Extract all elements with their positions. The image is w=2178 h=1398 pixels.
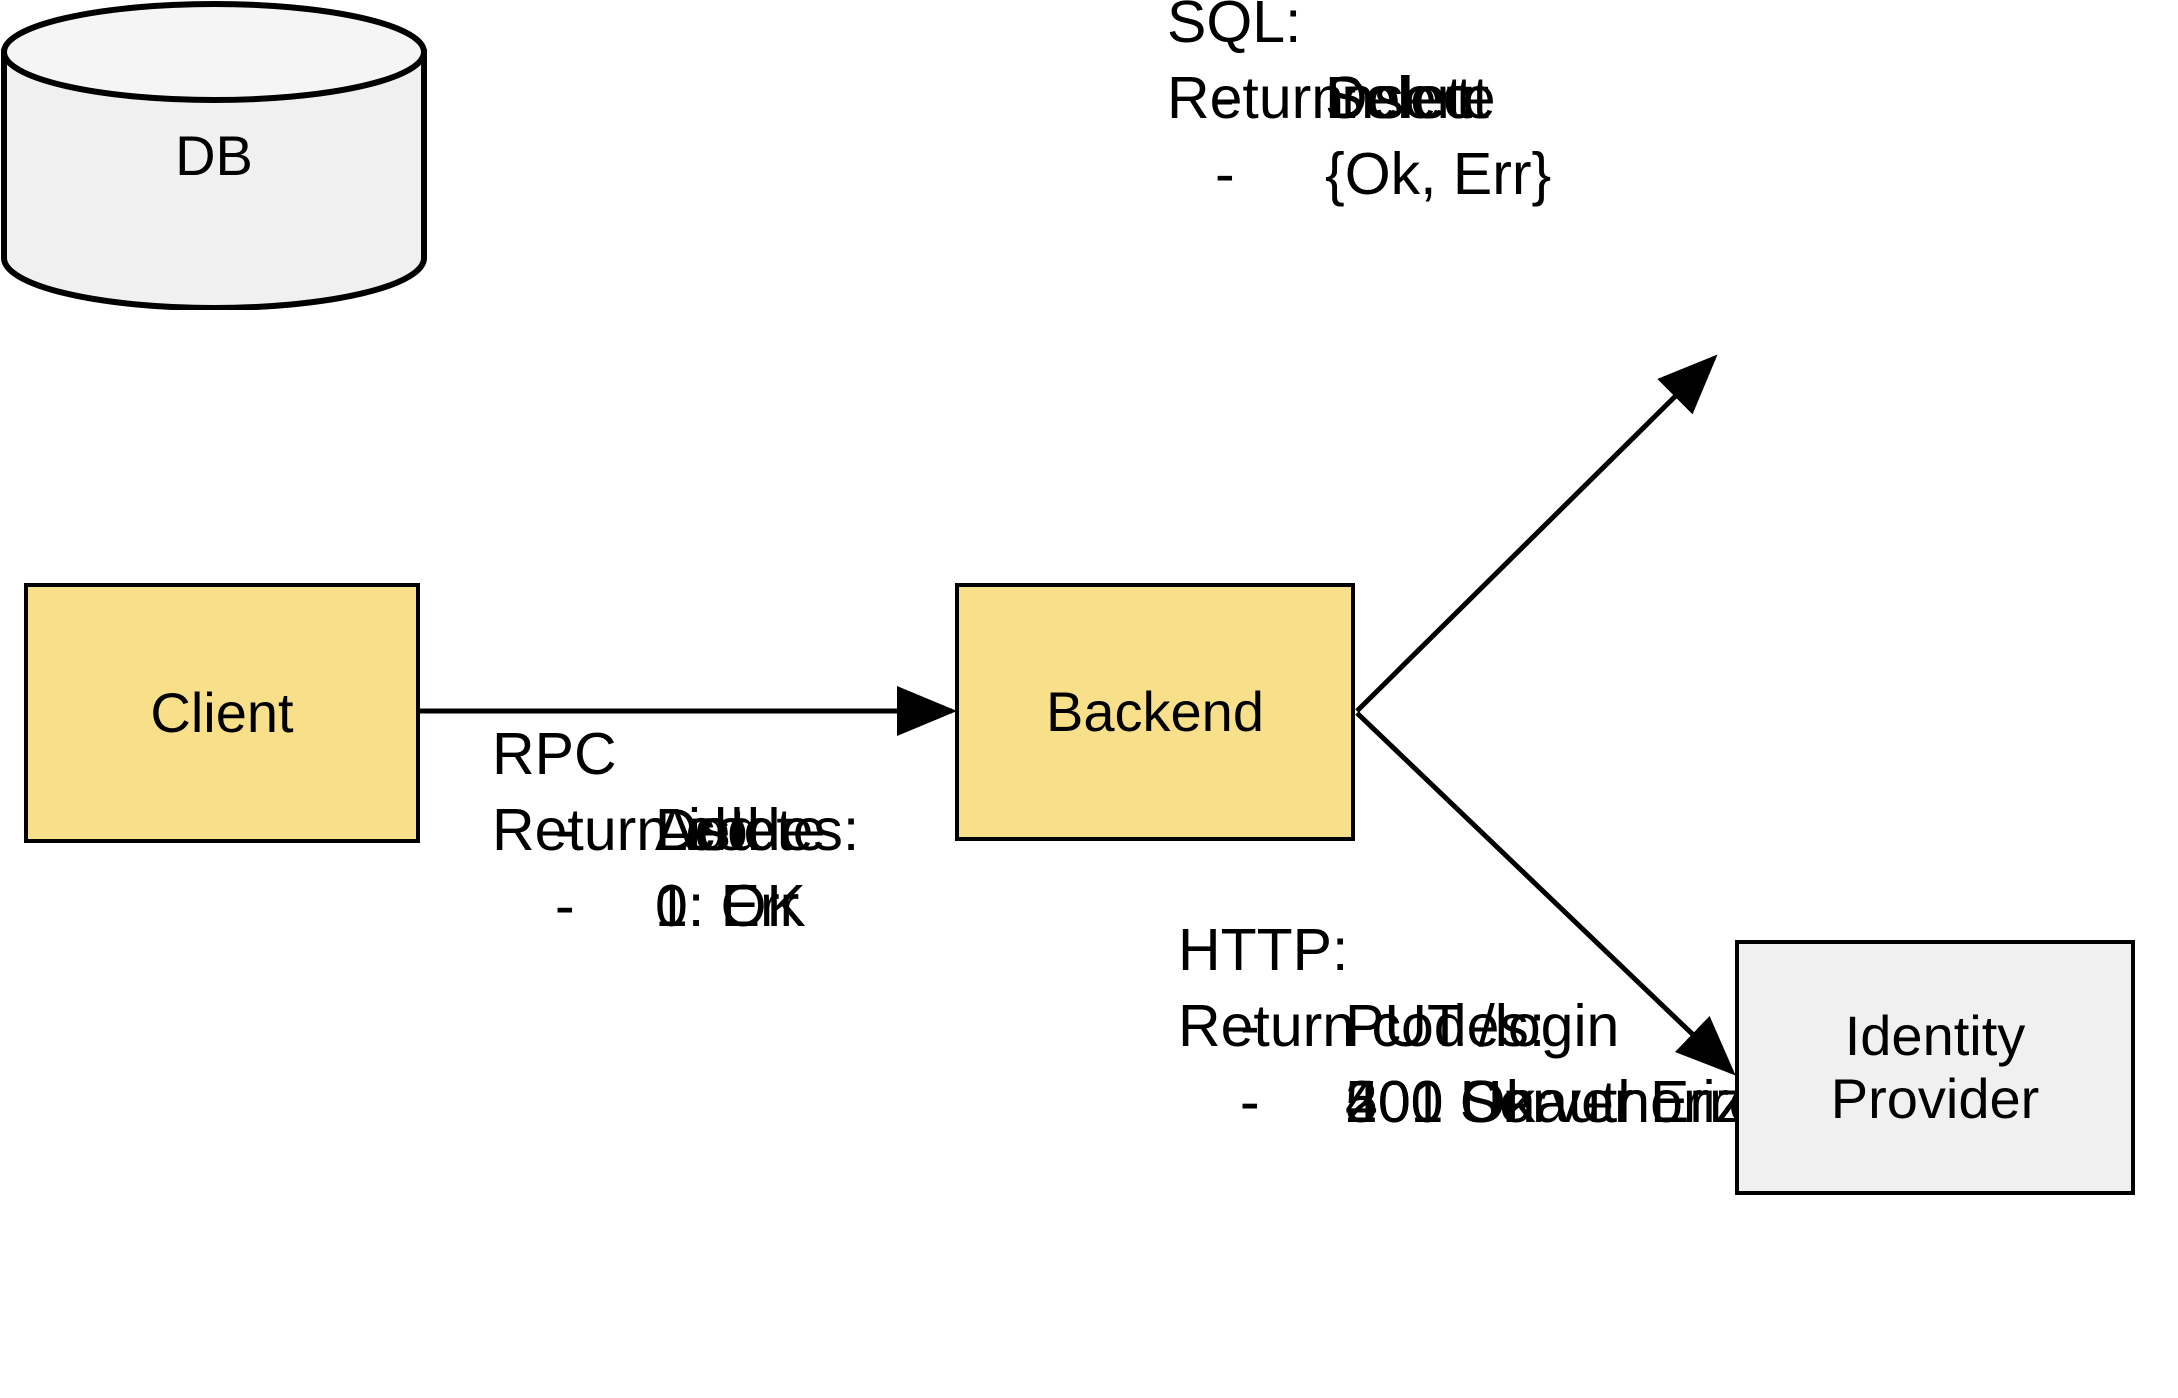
annotation-rpc-subheading: Return codes:: [492, 797, 860, 863]
annotation-sql-item-label: Insert: [1325, 65, 1473, 131]
node-identity-provider[interactable]: Identity Provider: [1735, 940, 2135, 1195]
database-cylinder-icon: [1, 1, 427, 310]
bullet-dash-icon: -: [1240, 993, 1260, 1059]
node-db[interactable]: DB: [0, 0, 428, 310]
bullet-dash-icon: -: [555, 797, 575, 863]
node-identity-provider-label: Identity Provider: [1830, 1003, 2040, 1130]
bullet-dash-icon: -: [1240, 1069, 1260, 1135]
annotation-http: HTTP: - PUT /login Return codes: - 200 O…: [1178, 912, 1811, 1135]
annotation-rpc-item-label: Add: [655, 797, 760, 863]
annotation-rpc-item-label: List: [655, 797, 747, 863]
bullet-dash-icon: -: [555, 797, 575, 863]
bullet-dash-icon: -: [1215, 65, 1235, 131]
bullet-dash-icon: -: [1240, 1069, 1260, 1135]
annotation-sql-heading: SQL:: [1167, 0, 1302, 55]
node-backend[interactable]: Backend: [955, 583, 1355, 841]
node-backend-label: Backend: [1046, 679, 1264, 743]
annotation-http-subitem-label: 401 Unauthorized: [1345, 1069, 1811, 1135]
annotation-rpc: RPC - Add - List - Delete Return codes: …: [492, 716, 860, 939]
bullet-dash-icon: -: [1215, 65, 1235, 131]
node-client[interactable]: Client: [24, 583, 420, 843]
bullet-dash-icon: -: [1215, 141, 1235, 207]
annotation-sql-subitem-label: {Ok, Err}: [1325, 141, 1552, 207]
annotation-sql-item-label: Delete: [1325, 65, 1496, 131]
node-db-label: DB: [175, 123, 253, 187]
annotation-rpc-subitem-label: 1: Err: [655, 873, 800, 939]
annotation-rpc-heading: RPC: [492, 721, 617, 787]
annotation-rpc-subitem-label: 0: OK: [655, 873, 806, 939]
annotation-http-heading: HTTP:: [1178, 917, 1349, 983]
bullet-dash-icon: -: [555, 873, 575, 939]
bullet-dash-icon: -: [1215, 65, 1235, 131]
annotation-http-item-label: PUT /login: [1345, 993, 1620, 1059]
bullet-dash-icon: -: [1240, 1069, 1260, 1135]
edge-backend-to-db: [1355, 354, 1718, 713]
annotation-rpc-item-label: Delete: [655, 797, 826, 863]
bullet-dash-icon: -: [555, 797, 575, 863]
node-client-label: Client: [150, 680, 294, 744]
bullet-dash-icon: -: [555, 873, 575, 939]
annotation-sql-subheading: Return:: [1167, 65, 1361, 131]
annotation-http-subitem-label: 500 Server Error: [1345, 1069, 1782, 1135]
annotation-http-subitem-label: 200 Ok: [1345, 1069, 1536, 1135]
annotation-sql-item-label: Select: [1325, 65, 1489, 131]
annotation-sql: SQL: - Insert - Select - Delete Return: …: [1167, 0, 1551, 207]
